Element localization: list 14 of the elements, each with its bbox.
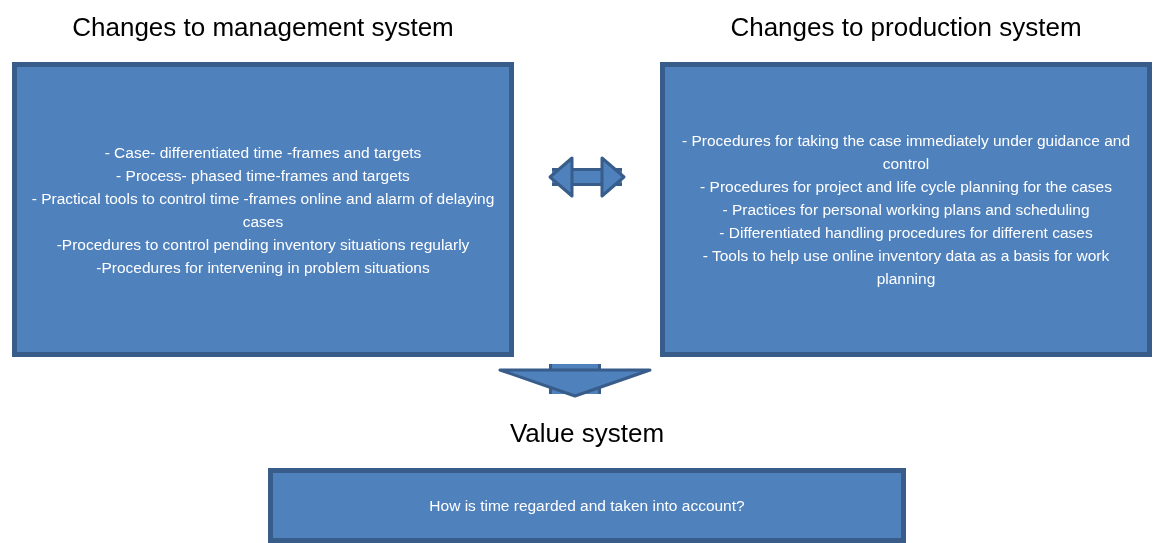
bullet-item: - Differentiated handling procedures for different cases [719, 223, 1093, 243]
question-text: How is time regarded and taken into account? [429, 496, 745, 516]
bullet-item: - Practical tools to control time -frames online and alarm of delaying cases [31, 188, 495, 232]
section-heading: Value system [508, 418, 666, 449]
bullet-item: - Case- differentiated time -frames and targets [104, 142, 422, 163]
section-heading: Changes to production system [729, 12, 1083, 43]
bullet-item: -Procedures to control pending inventory situations regularly [56, 234, 470, 255]
section-heading: Changes to management system [71, 12, 455, 43]
bullet-item: - Procedures for project and life cycle planning for the cases [700, 177, 1112, 197]
bullet-item: -Procedures for intervening in problem situations [96, 257, 430, 278]
bullet-item: - Process- phased time-frames and targets [116, 165, 410, 186]
bullet-item: - Procedures for taking the case immediately under guidance and control [680, 131, 1131, 174]
bullet-item: - Practices for personal working plans and scheduling [722, 200, 1090, 220]
bullet-item: - Tools to help use online inventory data as a basis for work planning [701, 246, 1111, 289]
